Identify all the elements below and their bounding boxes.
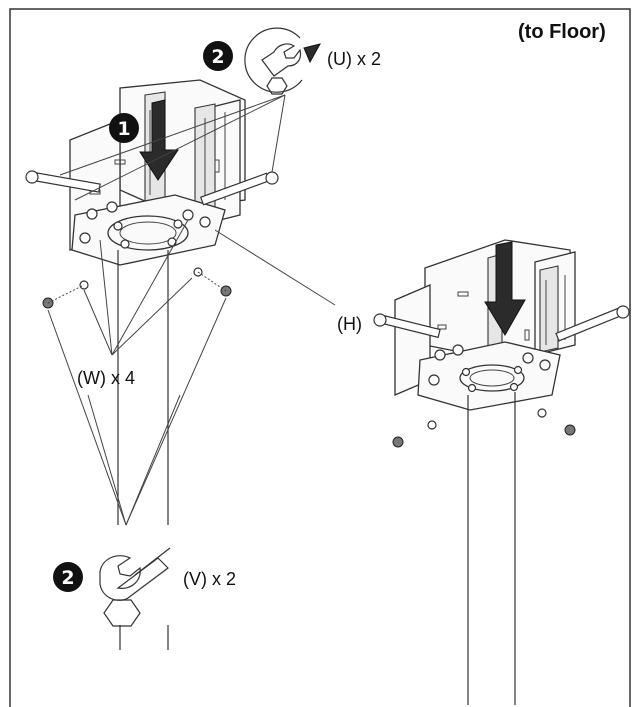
step-2-bottom-badge: 2 xyxy=(53,562,83,592)
svg-text:2: 2 xyxy=(61,567,74,589)
wrench-icon xyxy=(99,547,171,601)
label-h: (H) xyxy=(337,314,362,334)
svg-text:1: 1 xyxy=(117,118,130,140)
left-bracket-assembly xyxy=(25,79,279,650)
leader-line-h xyxy=(214,229,336,306)
leader-lines-v xyxy=(47,297,227,526)
diagram-frame xyxy=(9,8,631,707)
label-u: (U) x 2 xyxy=(327,49,381,69)
label-v: (V) x 2 xyxy=(183,569,236,589)
svg-text:2: 2 xyxy=(211,46,224,68)
leader-lines-u xyxy=(59,94,286,201)
bracket-bolt-u-right xyxy=(199,171,279,206)
label-w: (W) x 4 xyxy=(77,368,135,388)
step-2-top-badge: 2 xyxy=(203,41,233,71)
washers-nuts-w xyxy=(42,267,232,309)
wrench-rotate-icon xyxy=(244,27,321,95)
down-arrow-icon xyxy=(484,241,526,336)
step-1-badge: 1 xyxy=(109,113,139,143)
leader-lines-w xyxy=(83,219,193,356)
nut-icon xyxy=(103,599,141,627)
diagram-title: (to Floor) xyxy=(518,21,606,43)
